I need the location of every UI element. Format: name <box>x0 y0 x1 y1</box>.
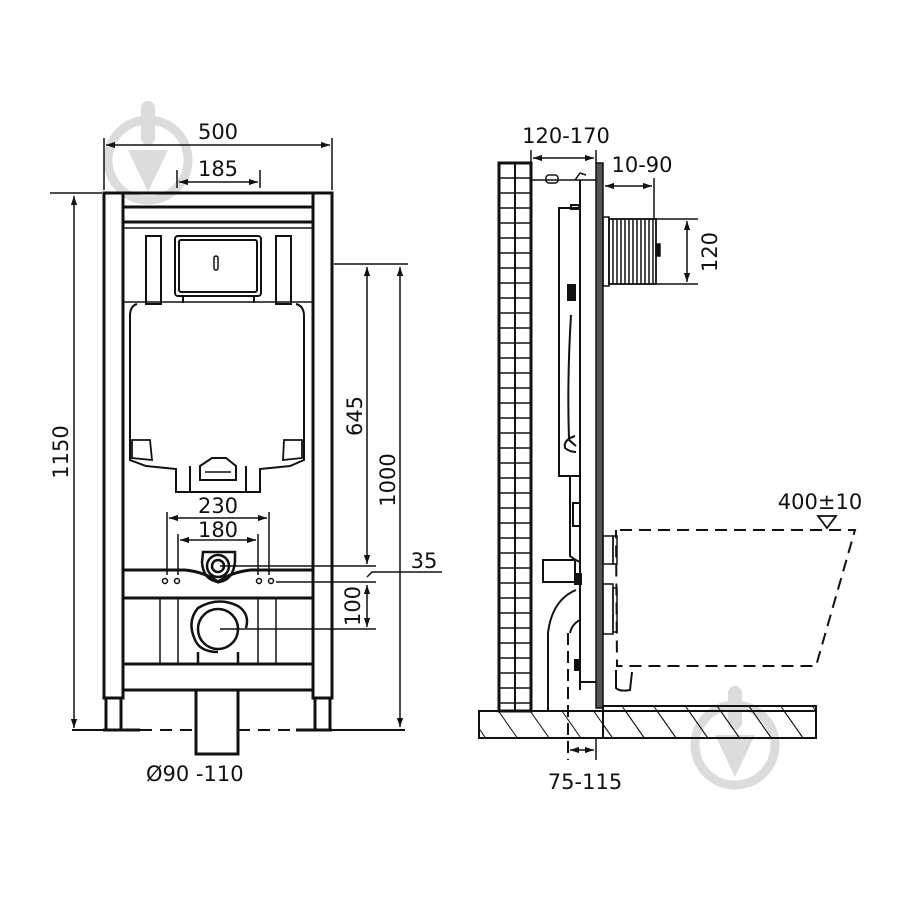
dim-total-height: 1150 <box>49 425 73 478</box>
dim-stud-inner-spacing: 180 <box>198 518 238 542</box>
dim-drain-above-fixing: 100 <box>341 586 365 626</box>
flush-plate-icon <box>174 235 262 303</box>
front-panel-board <box>595 162 604 709</box>
drain-inlet <box>200 550 237 584</box>
cistern-tank <box>129 303 305 493</box>
watermark-logo-icon <box>103 101 193 205</box>
side-dimension-lines <box>530 150 838 760</box>
frame-mid-rail <box>123 568 313 584</box>
frame-left-post <box>102 191 125 732</box>
fixing-holes <box>161 577 275 585</box>
frame-right-post <box>311 191 334 732</box>
frame-top-rail <box>104 191 332 224</box>
dim-stud-outer-spacing: 230 <box>198 494 238 518</box>
dim-total-width: 500 <box>198 120 238 144</box>
flush-pipe <box>542 559 596 711</box>
dim-top-to-drain: 645 <box>343 396 367 436</box>
front-dimension-lines <box>50 138 442 728</box>
dim-fixing-offset: 35 <box>411 549 438 573</box>
front-view <box>102 191 334 756</box>
dim-frame-depth: 120-170 <box>522 124 610 148</box>
dim-flush-box-height: 120 <box>698 232 722 272</box>
dim-pipe-diameter: Ø90 -110 <box>146 762 244 786</box>
stud-extension-lines <box>166 512 270 575</box>
top-bracket <box>531 172 596 184</box>
wall-tile-grid <box>499 177 531 704</box>
drain-elbow <box>190 600 249 664</box>
mounting-bolts <box>602 535 618 635</box>
tiled-wall <box>497 161 533 713</box>
side-view <box>478 161 857 760</box>
toilet-bowl-outline <box>615 529 857 667</box>
cistern-side <box>558 204 581 563</box>
flush-box <box>602 216 661 287</box>
dim-bowl-height: 400±10 <box>778 490 862 514</box>
dim-flush-plate-width: 185 <box>198 157 238 181</box>
dim-top-to-floor: 1000 <box>376 453 400 506</box>
dim-flush-box-projection: 10-90 <box>611 153 672 177</box>
dim-pipe-offset: 75-115 <box>548 770 622 794</box>
waste-pipe <box>194 688 240 756</box>
